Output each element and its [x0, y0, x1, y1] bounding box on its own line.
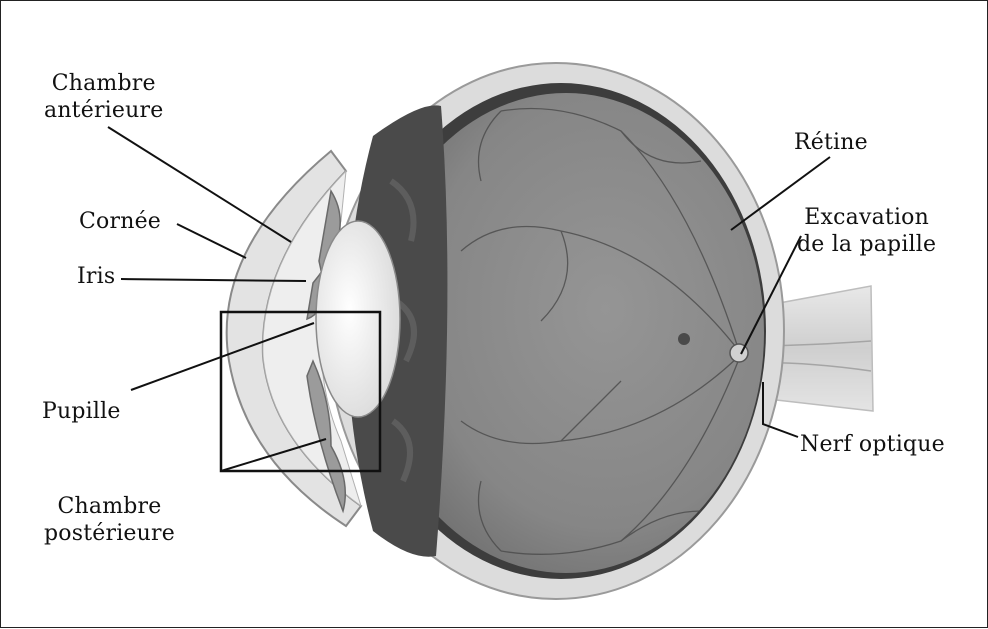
label-cornee: Cornée: [79, 208, 161, 235]
macula: [678, 333, 690, 345]
label-iris: Iris: [77, 263, 115, 290]
label-excavation-papille: Excavation de la papille: [797, 204, 936, 258]
label-retine: Rétine: [794, 129, 868, 156]
leader-cornee: [177, 224, 246, 258]
label-chambre-anterieure: Chambre antérieure: [44, 70, 163, 124]
lens: [316, 221, 400, 417]
label-chambre-posterieure: Chambre postérieure: [44, 493, 175, 547]
label-pupille: Pupille: [42, 398, 121, 425]
label-nerf-optique: Nerf optique: [800, 431, 945, 458]
